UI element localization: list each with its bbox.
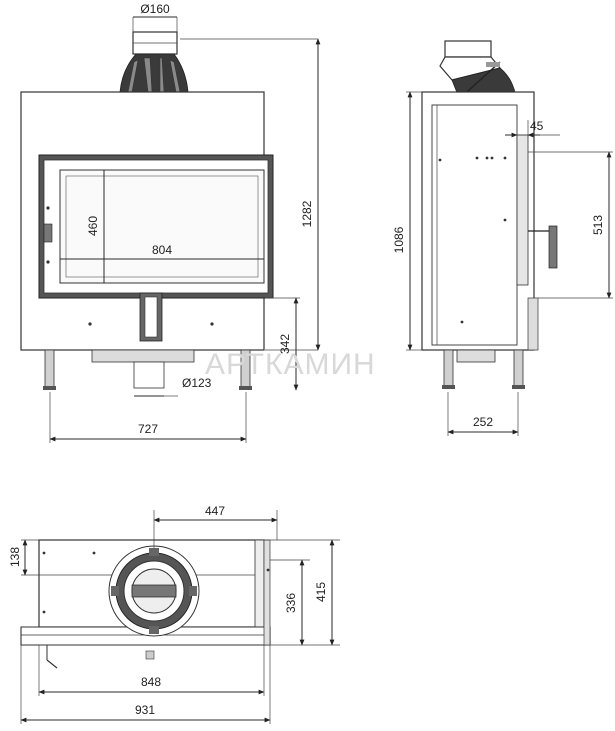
air-inlet-tube xyxy=(133,361,165,389)
dim-inner-width: 848 xyxy=(141,675,161,689)
dim-body-width: 727 xyxy=(138,422,158,436)
dim-flue-offset: 447 xyxy=(205,504,225,518)
front-glass xyxy=(59,169,265,284)
front-view: Ø160 1282 460 804 342 Ø123 727 xyxy=(20,2,321,443)
door-handle xyxy=(43,223,53,243)
watermark-text: АРТКАМИН xyxy=(205,348,376,381)
side-flue-collar xyxy=(444,40,492,58)
dim-door-height: 513 xyxy=(591,215,605,235)
dim-flue-diameter: Ø160 xyxy=(140,2,170,16)
side-leg-left xyxy=(443,349,454,387)
side-view: 45 1086 513 252 xyxy=(392,40,613,436)
dim-side-offset: 45 xyxy=(530,119,544,133)
dim-front-depth: 138 xyxy=(8,547,22,567)
dim-air-inlet-diameter: Ø123 xyxy=(182,376,212,390)
top-flue-outlet xyxy=(108,545,200,637)
front-leg-left xyxy=(44,349,55,388)
dim-base-height: 342 xyxy=(278,334,292,354)
dim-glass-width: 804 xyxy=(152,243,172,257)
dim-total-width: 931 xyxy=(135,703,155,717)
dim-inner-depth: 336 xyxy=(284,593,298,613)
dim-total-depth: 415 xyxy=(314,582,328,602)
dim-side-body-height: 1086 xyxy=(392,226,406,253)
dim-glass-height: 460 xyxy=(86,216,100,236)
side-leg-right xyxy=(513,349,524,387)
dim-total-height: 1282 xyxy=(300,200,314,227)
side-handle xyxy=(548,225,558,269)
dim-leg-depth: 252 xyxy=(473,415,493,429)
top-view: 447 138 336 415 848 931 xyxy=(8,504,340,724)
